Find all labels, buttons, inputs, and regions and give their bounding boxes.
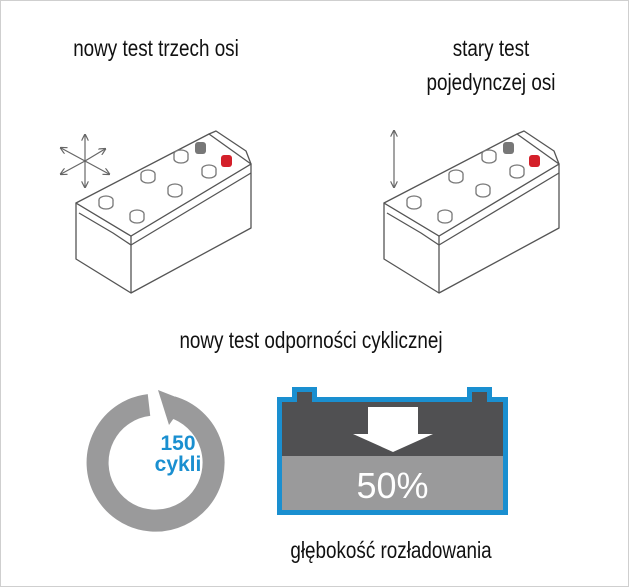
positive-terminal-icon [221, 155, 232, 167]
cycles-badge: 150 cykli [138, 433, 218, 475]
discharge-depth-label: głębokość rozładowania [290, 537, 492, 563]
three-axis-arrows-icon [61, 135, 109, 187]
new-test-label: nowy test trzech osi [73, 35, 239, 61]
discharge-battery-icon [277, 387, 508, 515]
discharge-percent: 50% [356, 465, 429, 506]
cyclic-test-title: nowy test odporności cyklicznej [179, 327, 443, 353]
negative-terminal-icon [503, 142, 514, 154]
single-axis-battery-illustration [383, 131, 560, 294]
cycles-number: 150 [160, 432, 196, 455]
old-test-label-line2: pojedynczej osi [426, 69, 556, 95]
three-axis-battery-illustration [61, 130, 252, 294]
positive-terminal-icon [529, 155, 540, 167]
negative-terminal-icon [195, 142, 206, 154]
cycle-arrow-icon [86, 390, 225, 532]
old-test-label-line1: stary test [452, 35, 530, 61]
down-arrow-icon [353, 407, 433, 452]
cycles-unit: cykli [154, 453, 202, 476]
